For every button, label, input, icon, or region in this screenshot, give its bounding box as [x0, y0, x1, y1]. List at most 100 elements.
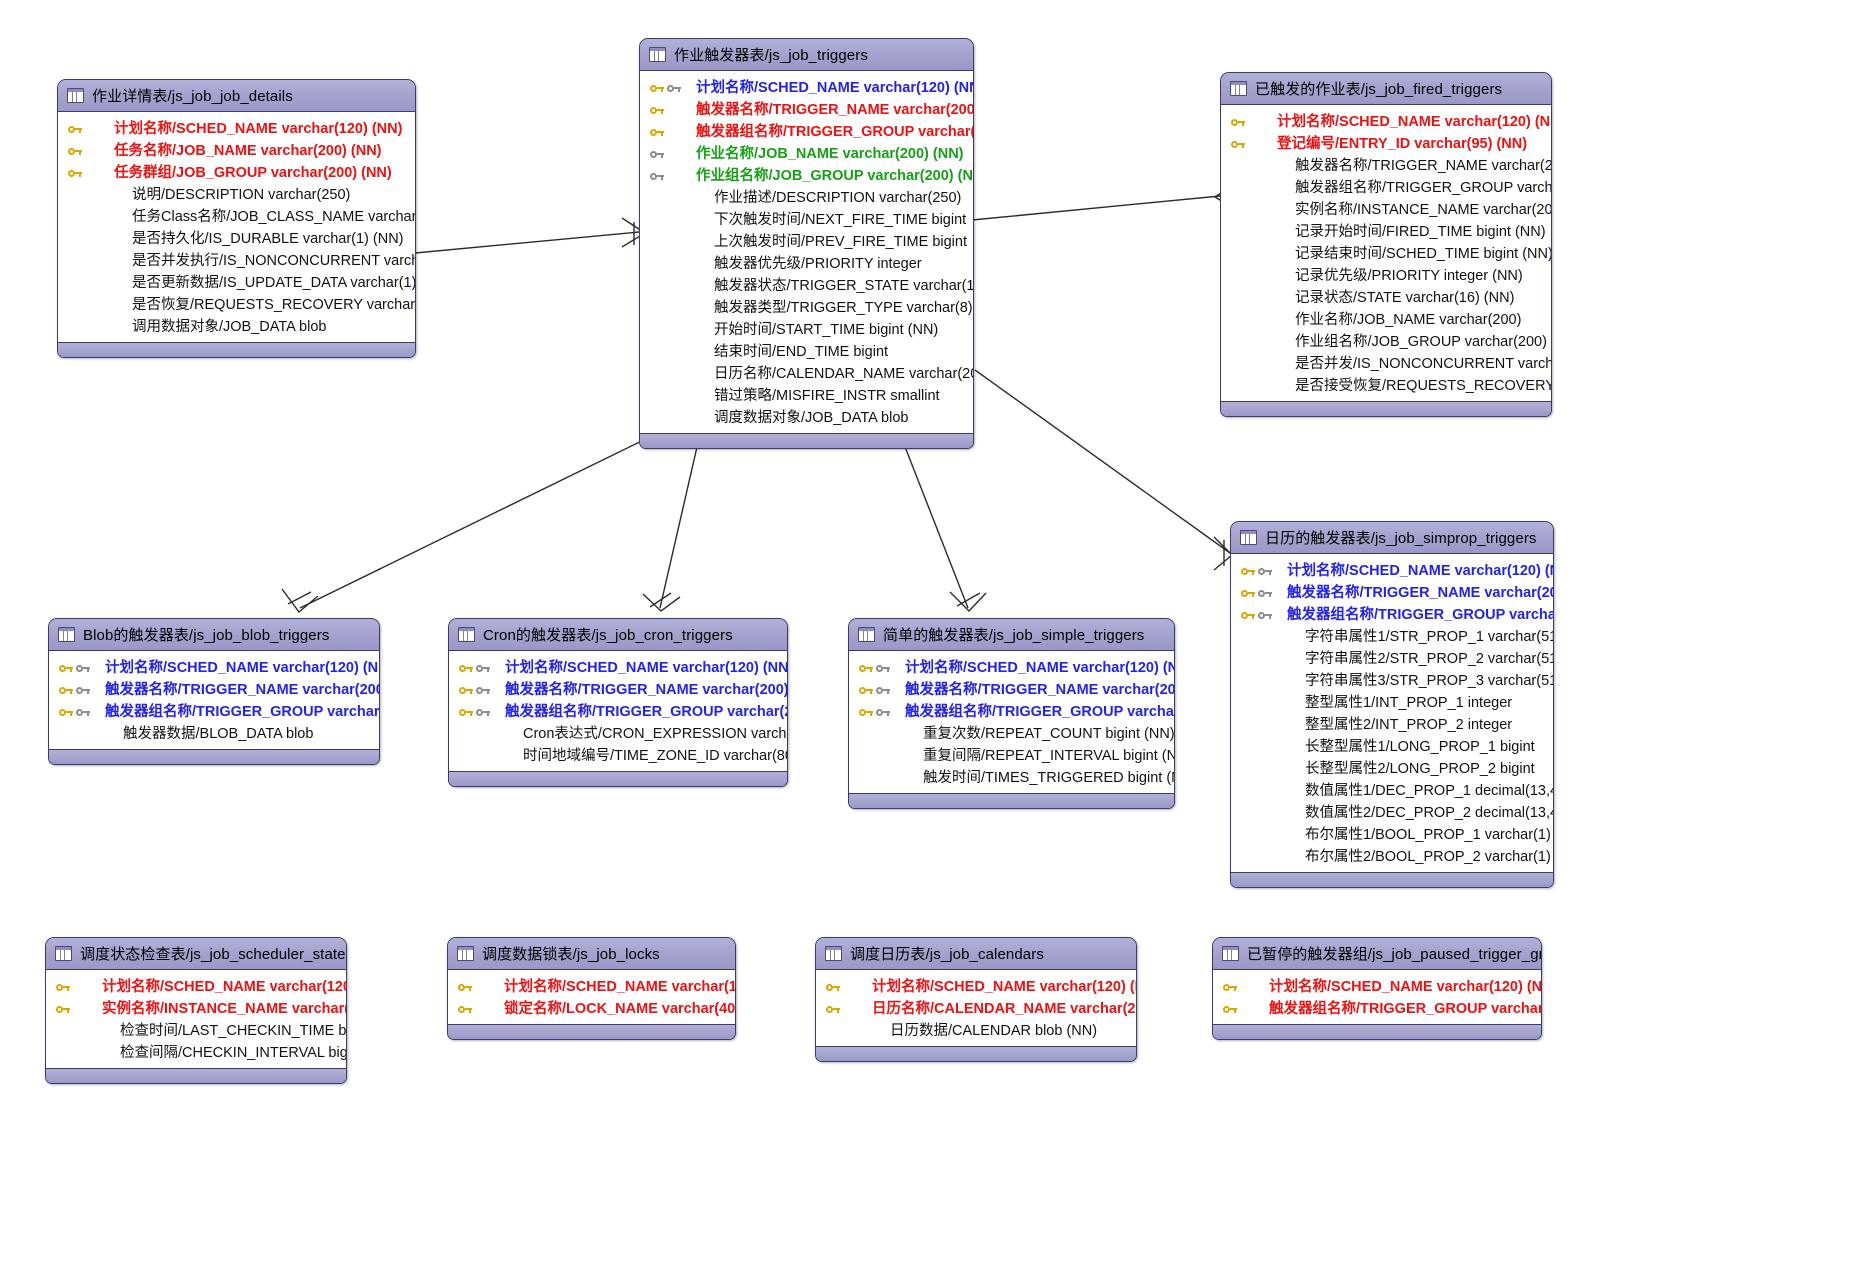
entity-field-row[interactable]: 任务Class名称/JOB_CLASS_NAME varchar(250) (N… [66, 206, 415, 228]
entity-field-row[interactable]: 上次触发时间/PREV_FIRE_TIME bigint [648, 231, 967, 253]
entity-field-row[interactable]: 触发器名称/TRIGGER_NAME varchar(200) (NN) [1239, 582, 1553, 604]
entity-field-row[interactable]: 整型属性2/INT_PROP_2 integer [1239, 714, 1545, 736]
entity-simple_triggers[interactable]: 简单的触发器表/js_job_simple_triggers 计划名称/SCHED… [848, 618, 1175, 809]
entity-paused_trigger_grps[interactable]: 已暂停的触发器组/js_job_paused_trigger_grps 计划名称/… [1212, 937, 1542, 1040]
entity-field-row[interactable]: 触发器名称/TRIGGER_NAME varchar(200) (NN) [57, 679, 379, 701]
entity-header-job_details[interactable]: 作业详情表/js_job_job_details [58, 80, 415, 112]
entity-field-row[interactable]: 触发器组名称/TRIGGER_GROUP varchar(200) (NN) [1229, 177, 1551, 199]
entity-locks[interactable]: 调度数据锁表/js_job_locks 计划名称/SCHED_NAME varch… [447, 937, 736, 1040]
entity-field-row[interactable]: 计划名称/SCHED_NAME varchar(120) (NN) [54, 976, 346, 998]
entity-field-row[interactable]: 是否恢复/REQUESTS_RECOVERY varchar(1) (NN) [66, 294, 415, 316]
entity-field-row[interactable]: 字符串属性1/STR_PROP_1 varchar(512) [1239, 626, 1553, 648]
entity-header-simple_triggers[interactable]: 简单的触发器表/js_job_simple_triggers [849, 619, 1174, 651]
entity-field-row[interactable]: 触发器名称/TRIGGER_NAME varchar(200) (NN) [648, 99, 973, 121]
entity-blob_triggers[interactable]: Blob的触发器表/js_job_blob_triggers 计划名称/SCHED… [48, 618, 380, 765]
entity-field-row[interactable]: 说明/DESCRIPTION varchar(250) [66, 184, 407, 206]
entity-header-job_triggers[interactable]: 作业触发器表/js_job_triggers [640, 39, 973, 71]
entity-field-row[interactable]: 数值属性2/DEC_PROP_2 decimal(13,4) [1239, 802, 1553, 824]
entity-header-simprop_triggers[interactable]: 日历的触发器表/js_job_simprop_triggers [1231, 522, 1553, 554]
entity-field-row[interactable]: 检查时间/LAST_CHECKIN_TIME bigint (NN) [54, 1020, 346, 1042]
entity-field-row[interactable]: 任务名称/JOB_NAME varchar(200) (NN) [66, 140, 407, 162]
entity-field-row[interactable]: 计划名称/SCHED_NAME varchar(120) (NN) [66, 118, 407, 140]
entity-field-row[interactable]: 是否并发执行/IS_NONCONCURRENT varchar(1) (NN) [66, 250, 415, 272]
entity-field-row[interactable]: 下次触发时间/NEXT_FIRE_TIME bigint [648, 209, 966, 231]
entity-field-row[interactable]: 触发器名称/TRIGGER_NAME varchar(200) (NN) [1229, 155, 1551, 177]
entity-field-row[interactable]: 开始时间/START_TIME bigint (NN) [648, 319, 965, 341]
entity-field-row[interactable]: 触发时间/TIMES_TRIGGERED bigint (NN) [857, 767, 1174, 789]
entity-field-row[interactable]: 整型属性1/INT_PROP_1 integer [1239, 692, 1545, 714]
entity-field-row[interactable]: 计划名称/SCHED_NAME varchar(120) (NN) [857, 657, 1174, 679]
entity-field-row[interactable]: 是否并发/IS_NONCONCURRENT varchar(1) [1229, 353, 1551, 375]
entity-field-row[interactable]: 任务群组/JOB_GROUP varchar(200) (NN) [66, 162, 407, 184]
entity-field-row[interactable]: 触发器组名称/TRIGGER_GROUP varchar(200) (NN) [857, 701, 1174, 723]
entity-field-row[interactable]: 布尔属性2/BOOL_PROP_2 varchar(1) [1239, 846, 1551, 868]
entity-header-locks[interactable]: 调度数据锁表/js_job_locks [448, 938, 735, 970]
entity-field-row[interactable]: 布尔属性1/BOOL_PROP_1 varchar(1) [1239, 824, 1551, 846]
entity-field-row[interactable]: 计划名称/SCHED_NAME varchar(120) (NN) [1239, 560, 1553, 582]
entity-field-row[interactable]: 时间地域编号/TIME_ZONE_ID varchar(80) [457, 745, 787, 767]
entity-field-row[interactable]: 计划名称/SCHED_NAME varchar(120) (NN) [57, 657, 379, 679]
entity-field-row[interactable]: 字符串属性3/STR_PROP_3 varchar(512) [1239, 670, 1553, 692]
entity-field-row[interactable]: 是否更新数据/IS_UPDATE_DATA varchar(1) (NN) [66, 272, 415, 294]
entity-field-row[interactable]: 登记编号/ENTRY_ID varchar(95) (NN) [1229, 133, 1543, 155]
entity-field-row[interactable]: 锁定名称/LOCK_NAME varchar(40) (NN) [456, 998, 735, 1020]
entity-field-row[interactable]: 记录结束时间/SCHED_TIME bigint (NN) [1229, 243, 1551, 265]
entity-field-row[interactable]: 记录状态/STATE varchar(16) (NN) [1229, 287, 1543, 309]
entity-field-row[interactable]: 实例名称/INSTANCE_NAME varchar(200) (NN) [54, 998, 346, 1020]
entity-field-row[interactable]: 字符串属性2/STR_PROP_2 varchar(512) [1239, 648, 1553, 670]
entity-field-row[interactable]: 触发器组名称/TRIGGER_GROUP varchar(200) (NN) [457, 701, 787, 723]
entity-field-row[interactable]: 触发器组名称/TRIGGER_GROUP varchar(200) (NN) [1221, 998, 1541, 1020]
entity-field-row[interactable]: 作业组名称/JOB_GROUP varchar(200) [1229, 331, 1547, 353]
entity-field-row[interactable]: 触发器组名称/TRIGGER_GROUP varchar(200) (NN) [57, 701, 379, 723]
entity-field-row[interactable]: 日历数据/CALENDAR blob (NN) [824, 1020, 1128, 1042]
entity-field-row[interactable]: 是否持久化/IS_DURABLE varchar(1) (NN) [66, 228, 407, 250]
entity-field-row[interactable]: 重复间隔/REPEAT_INTERVAL bigint (NN) [857, 745, 1174, 767]
entity-field-row[interactable]: 作业描述/DESCRIPTION varchar(250) [648, 187, 965, 209]
entity-field-row[interactable]: 长整型属性2/LONG_PROP_2 bigint [1239, 758, 1545, 780]
entity-field-row[interactable]: 作业组名称/JOB_GROUP varchar(200) (NN) [648, 165, 973, 187]
entity-field-row[interactable]: 记录开始时间/FIRED_TIME bigint (NN) [1229, 221, 1546, 243]
entity-field-row[interactable]: 触发器优先级/PRIORITY integer [648, 253, 965, 275]
entity-field-row[interactable]: 计划名称/SCHED_NAME varchar(120) (NN) [1229, 111, 1551, 133]
entity-field-row[interactable]: 触发器数据/BLOB_DATA blob [57, 723, 371, 745]
entity-field-row[interactable]: 触发器名称/TRIGGER_NAME varchar(200) (NN) [457, 679, 787, 701]
entity-field-row[interactable]: 检查间隔/CHECKIN_INTERVAL bigint (NN) [54, 1042, 346, 1064]
entity-field-row[interactable]: 是否接受恢复/REQUESTS_RECOVERY varchar(1) [1229, 375, 1551, 397]
entity-field-row[interactable]: 记录优先级/PRIORITY integer (NN) [1229, 265, 1543, 287]
entity-header-scheduler_state[interactable]: 调度状态检查表/js_job_scheduler_state [46, 938, 346, 970]
entity-field-row[interactable]: 长整型属性1/LONG_PROP_1 bigint [1239, 736, 1545, 758]
entity-calendars[interactable]: 调度日历表/js_job_calendars 计划名称/SCHED_NAME va… [815, 937, 1137, 1062]
entity-header-calendars[interactable]: 调度日历表/js_job_calendars [816, 938, 1136, 970]
entity-job_triggers[interactable]: 作业触发器表/js_job_triggers 计划名称/SCHED_NAME va… [639, 38, 974, 449]
entity-field-row[interactable]: 触发器组名称/TRIGGER_GROUP varchar(200) (NN) [648, 121, 973, 143]
entity-field-row[interactable]: 数值属性1/DEC_PROP_1 decimal(13,4) [1239, 780, 1553, 802]
entity-field-row[interactable]: 调用数据对象/JOB_DATA blob [66, 316, 407, 338]
entity-field-row[interactable]: 计划名称/SCHED_NAME varchar(120) (NN) [648, 77, 973, 99]
entity-field-row[interactable]: 计划名称/SCHED_NAME varchar(120) (NN) [457, 657, 787, 679]
entity-job_details[interactable]: 作业详情表/js_job_job_details 计划名称/SCHED_NAME … [57, 79, 416, 358]
entity-header-paused_trigger_grps[interactable]: 已暂停的触发器组/js_job_paused_trigger_grps [1213, 938, 1541, 970]
entity-field-row[interactable]: 日历名称/CALENDAR_NAME varchar(200) [648, 363, 973, 385]
entity-field-row[interactable]: 计划名称/SCHED_NAME varchar(120) (NN) [824, 976, 1136, 998]
entity-header-blob_triggers[interactable]: Blob的触发器表/js_job_blob_triggers [49, 619, 379, 651]
entity-fired_triggers[interactable]: 已触发的作业表/js_job_fired_triggers 计划名称/SCHED_… [1220, 72, 1552, 417]
entity-field-row[interactable]: Cron表达式/CRON_EXPRESSION varchar(120) (NN… [457, 723, 787, 745]
entity-field-row[interactable]: 错过策略/MISFIRE_INSTR smallint [648, 385, 965, 407]
entity-field-row[interactable]: 作业名称/JOB_NAME varchar(200) [1229, 309, 1543, 331]
entity-field-row[interactable]: 实例名称/INSTANCE_NAME varchar(200) (NN) [1229, 199, 1551, 221]
entity-field-row[interactable]: 计划名称/SCHED_NAME varchar(120) (NN) [1221, 976, 1541, 998]
entity-field-row[interactable]: 计划名称/SCHED_NAME varchar(120) (NN) [456, 976, 735, 998]
entity-field-row[interactable]: 触发器类型/TRIGGER_TYPE varchar(8) (NN) [648, 297, 973, 319]
entity-field-row[interactable]: 日历名称/CALENDAR_NAME varchar(200) (NN) [824, 998, 1136, 1020]
entity-field-row[interactable]: 结束时间/END_TIME bigint [648, 341, 965, 363]
entity-header-fired_triggers[interactable]: 已触发的作业表/js_job_fired_triggers [1221, 73, 1551, 105]
entity-field-row[interactable]: 触发器状态/TRIGGER_STATE varchar(16) (NN) [648, 275, 973, 297]
entity-field-row[interactable]: 调度数据对象/JOB_DATA blob [648, 407, 965, 429]
entity-simprop_triggers[interactable]: 日历的触发器表/js_job_simprop_triggers 计划名称/SCHE… [1230, 521, 1554, 888]
entity-scheduler_state[interactable]: 调度状态检查表/js_job_scheduler_state 计划名称/SCHED… [45, 937, 347, 1084]
entity-field-row[interactable]: 重复次数/REPEAT_COUNT bigint (NN) [857, 723, 1174, 745]
entity-field-row[interactable]: 触发器组名称/TRIGGER_GROUP varchar(200) (NN) [1239, 604, 1553, 626]
entity-field-row[interactable]: 作业名称/JOB_NAME varchar(200) (NN) [648, 143, 965, 165]
entity-field-row[interactable]: 触发器名称/TRIGGER_NAME varchar(200) (NN) [857, 679, 1174, 701]
